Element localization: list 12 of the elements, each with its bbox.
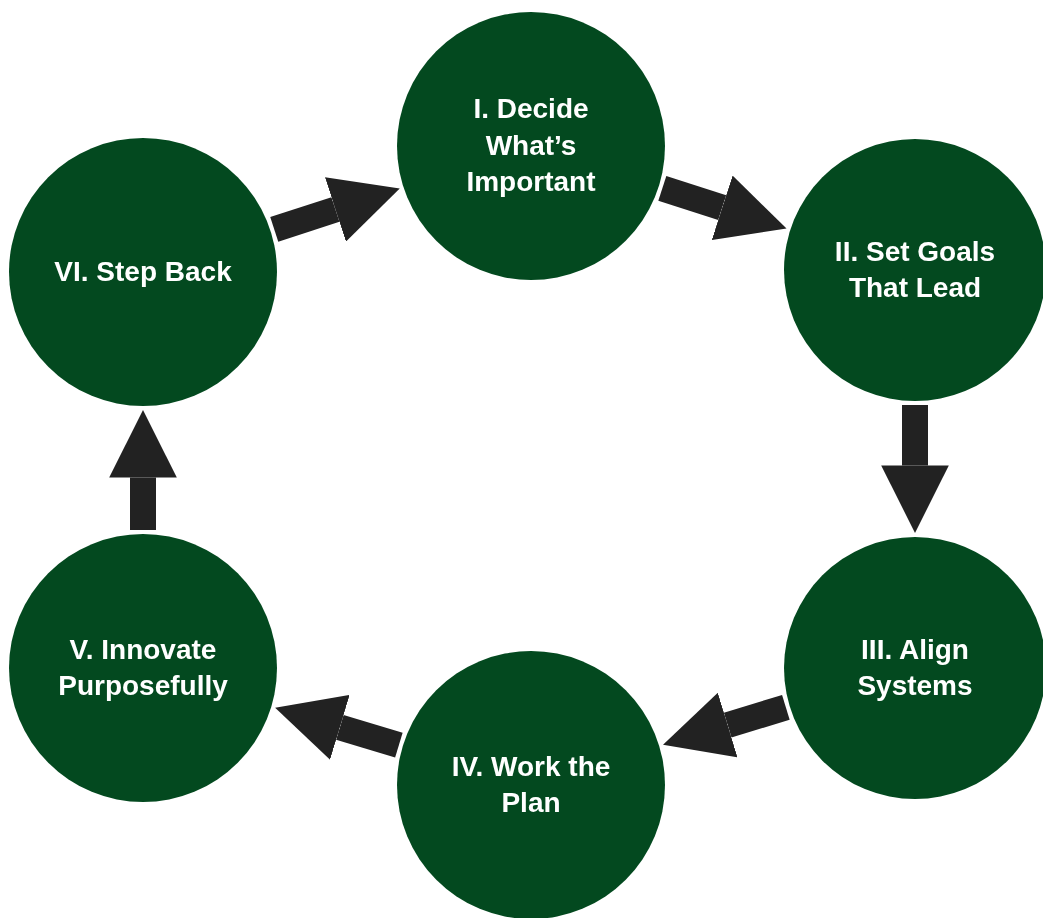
step-label: III. Align Systems bbox=[856, 632, 974, 703]
arrow bbox=[275, 695, 403, 760]
step-label: V. Innovate Purposefully bbox=[57, 632, 229, 703]
step-label: IV. Work the Plan bbox=[450, 749, 612, 820]
arrow bbox=[658, 175, 787, 240]
arrow bbox=[881, 405, 949, 533]
step-label: VI. Step Back bbox=[53, 254, 233, 289]
step-label: I. Decide What’s Important bbox=[465, 92, 597, 200]
arrow bbox=[109, 410, 177, 530]
arrow bbox=[270, 177, 400, 242]
step-label: II. Set Goals That Lead bbox=[833, 234, 997, 305]
arrow bbox=[663, 692, 790, 758]
